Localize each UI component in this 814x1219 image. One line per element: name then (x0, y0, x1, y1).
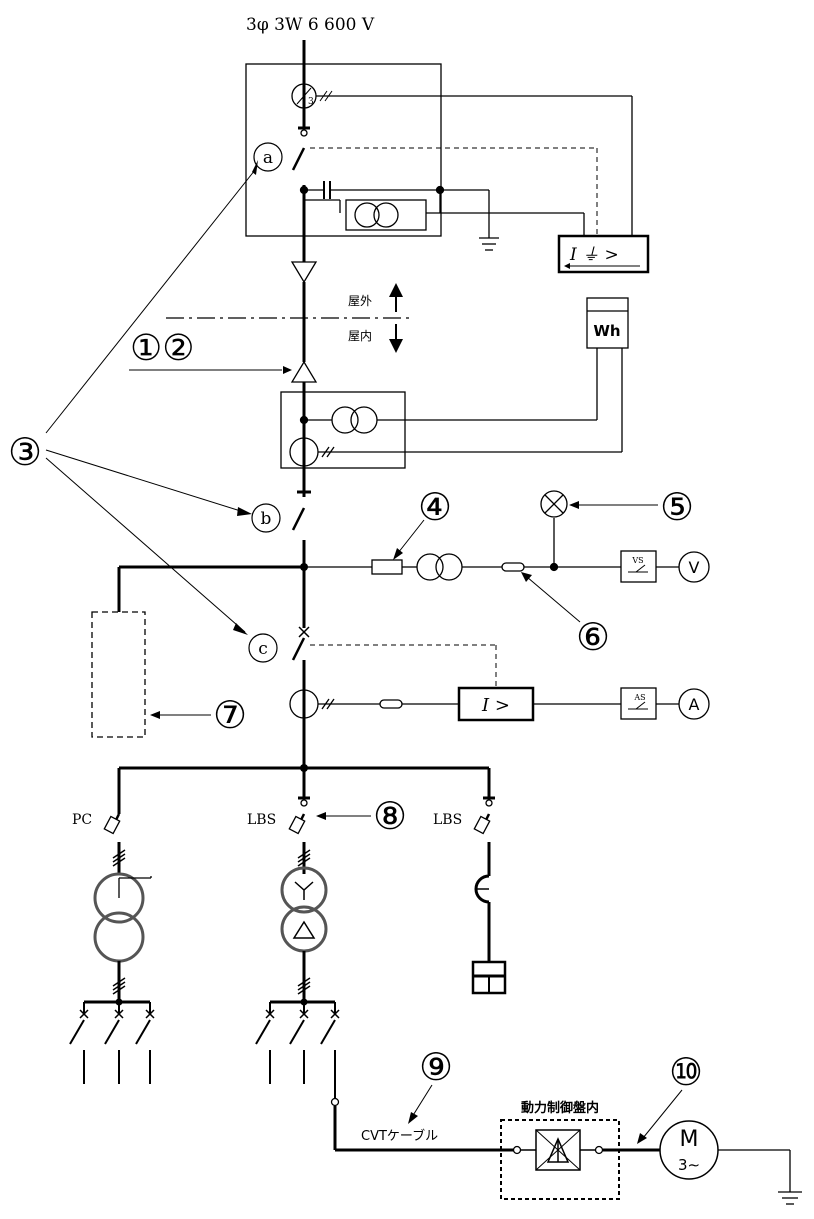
svg-text:⑤: ⑤ (660, 485, 694, 529)
lbs1-branch: LBS (247, 796, 335, 1006)
induction-motor: M 3∼ (659, 1120, 802, 1205)
boundary-line: 屋外 屋内 (166, 283, 414, 353)
callout-12: ①② (129, 328, 292, 374)
ammeter-switch: AS (620, 687, 657, 720)
svg-text:I >: I > (481, 695, 510, 716)
pc-branch: PC (72, 812, 152, 1006)
svg-text:①②: ①② (130, 328, 195, 369)
watt-hour-meter: Wh (586, 297, 629, 349)
motor-control-panel: 動力制御盤内 (500, 1100, 660, 1200)
svg-text:b: b (261, 509, 272, 529)
svg-text:VS: VS (631, 556, 643, 565)
zct-symbol: 3 (291, 83, 633, 236)
svg-text:c: c (258, 639, 268, 659)
distribution-bus (117, 764, 491, 814)
motor-label: M (680, 1127, 699, 1152)
wh-label: Wh (593, 322, 620, 340)
callout-10: ⑩ (637, 1050, 703, 1144)
callout-8: ⑧ (316, 794, 407, 838)
zpd-capacitor-circuit (299, 181, 499, 251)
switch-label-b: b (251, 503, 281, 533)
ct-branch (289, 689, 680, 719)
zpd-vt-symbol (345, 199, 585, 236)
lbs1-feeders (255, 1002, 517, 1152)
svg-text:a: a (263, 148, 273, 168)
callout-6: ⑥ (521, 572, 610, 659)
svg-text:④: ④ (418, 485, 452, 529)
ammeter: A (678, 688, 710, 720)
indoor-label: 屋内 (348, 329, 372, 343)
callout-3: ③ (8, 160, 258, 635)
svg-text:PC: PC (72, 812, 92, 828)
vt-branch (304, 518, 680, 581)
svg-text:LBS: LBS (247, 812, 276, 828)
supply-voltage-label: 3φ 3W 6 600 V (246, 15, 375, 35)
svg-text:⑨: ⑨ (419, 1045, 453, 1089)
voltmeter: V (678, 551, 710, 583)
callout-7: ⑦ (150, 693, 247, 737)
pas-enclosure (245, 63, 442, 237)
overcurrent-relay: I > (457, 686, 535, 722)
ground-relay-label: I ⏚ > (569, 245, 619, 265)
switch-label-a: a (253, 142, 283, 172)
cable-head-outdoor (290, 261, 318, 284)
cvt-cable-label: CVTケーブル (361, 1128, 438, 1144)
svg-text:⑩: ⑩ (669, 1050, 703, 1094)
svg-text:V: V (689, 558, 700, 577)
svg-text:③: ③ (8, 430, 42, 474)
callout-9: ⑨ (408, 1045, 453, 1124)
switch-b (291, 490, 311, 531)
pilot-lamp (540, 490, 568, 518)
zct-ratio-label: 3 (308, 97, 314, 107)
outdoor-label: 屋外 (348, 294, 372, 308)
svg-text:⑦: ⑦ (213, 693, 247, 737)
lbs2-branch: LBS (433, 796, 507, 995)
motor-phase-label: 3∼ (678, 1156, 700, 1174)
bus-branch-left (91, 563, 308, 738)
callout-5: ⑤ (569, 485, 694, 529)
callout-4: ④ (393, 485, 452, 560)
svg-text:AS: AS (633, 693, 645, 702)
svg-text:⑧: ⑧ (373, 794, 407, 838)
svg-text:A: A (689, 695, 700, 714)
svg-text:⑥: ⑥ (576, 615, 610, 659)
voltmeter-switch: VS (620, 550, 657, 583)
pc-feeders (69, 1002, 155, 1084)
switch-c (291, 626, 497, 688)
cable-head-indoor (290, 360, 318, 383)
switch-label-c: c (248, 633, 278, 663)
switch-a (291, 126, 598, 236)
svg-text:LBS: LBS (433, 812, 462, 828)
vct-enclosure (280, 348, 623, 469)
ground-fault-relay: I ⏚ > (557, 234, 650, 274)
panel-label: 動力制御盤内 (521, 1100, 599, 1116)
